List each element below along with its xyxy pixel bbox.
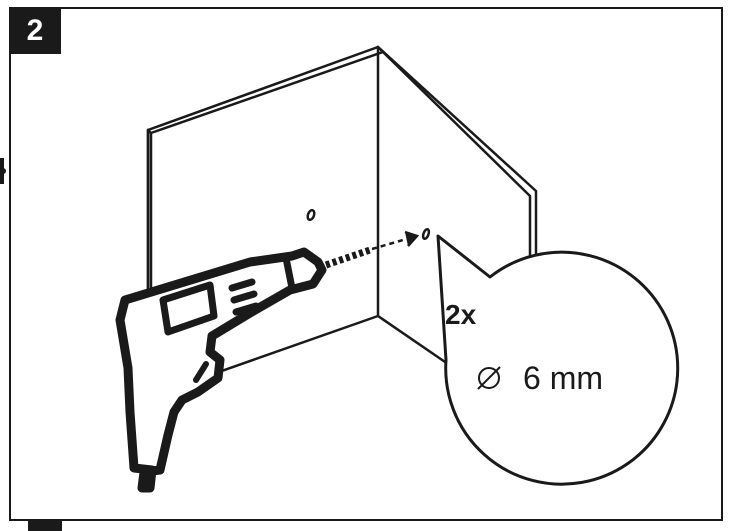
side-panel-bottom (376, 314, 450, 366)
drill-hole-left (306, 208, 316, 222)
drill-icon (115, 247, 327, 493)
quantity-label: 2x (445, 299, 477, 330)
back-panel-top-edge (146, 50, 385, 135)
side-panel-front-edge (381, 50, 532, 272)
page-edge-dot (0, 168, 6, 174)
drill-bit (324, 246, 372, 269)
step-number-badge: 2 (9, 7, 61, 54)
drill-hole-right (421, 227, 431, 241)
drill-direction-dash (371, 236, 411, 251)
instruction-frame (9, 7, 723, 521)
bottom-tab (28, 521, 62, 531)
side-panel (376, 45, 538, 272)
callout-bubble (436, 234, 680, 486)
drill-direction-arrow (404, 230, 420, 247)
diameter-icon (477, 366, 501, 390)
drill-size-label: 6 mm (523, 360, 603, 396)
